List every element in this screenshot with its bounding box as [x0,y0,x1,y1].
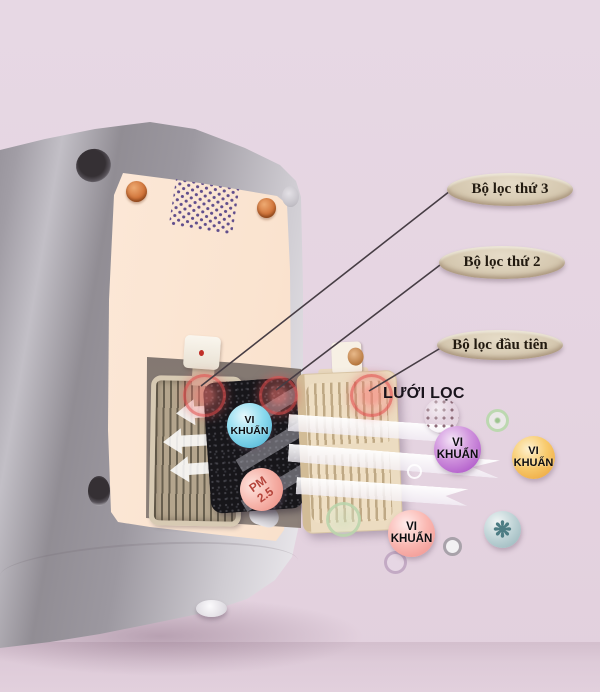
bacteria-text: KHUẨN [513,456,554,469]
callout-filter-3-label: Bộ lọc thứ 3 [471,181,549,197]
bacteria-sphere-cyan: VI KHUẨN [227,403,272,448]
device-foot [196,600,227,617]
bacteria-text: VI [452,436,463,449]
corner-bump-top-right [282,186,299,207]
germ-bubble-green-large [326,502,361,537]
filter-latch [182,334,222,371]
bacteria-text: VI [528,445,539,458]
callout-filter-2: Bộ lọc thứ 2 [439,246,565,279]
screw-top-left [126,181,147,202]
callout-filter-1-label: Bộ lọc đầu tiên [452,336,548,353]
bacteria-text: KHUẨN [436,448,479,461]
marker-third-filter [183,374,226,417]
bubble-white-ring [407,464,422,479]
bacteria-text: KHUẨN [230,424,269,437]
bubble-gray-bead [443,537,462,556]
virus-icon: ❋ [493,516,512,542]
bacteria-sphere-pink: VI KHUẨN [388,510,435,557]
floor [0,642,600,692]
bacteria-sphere-orange: VI KHUẨN [512,436,555,479]
bacteria-text: VI [244,413,255,426]
bubble-purple-ring [384,551,407,574]
screw-top-right [257,198,276,218]
vent-holes [168,179,240,235]
virus-sphere: ❋ [484,511,521,548]
callout-filter-2-label: Bộ lọc thứ 2 [463,254,541,270]
bacteria-text: VI [406,520,417,533]
corner-hole-bottom-left [88,476,110,506]
callout-filter-1: Bộ lọc đầu tiên [437,330,563,360]
bacteria-text: KHUẨN [390,532,433,545]
mesh-filter-label: LƯỚI LỌC [383,385,465,402]
callout-filter-3: Bộ lọc thứ 3 [447,173,573,206]
bacteria-sphere-purple: VI KHUẨN [434,426,481,473]
germ-bubble-green-small [486,409,509,432]
latch-indicator-dot [198,349,205,357]
